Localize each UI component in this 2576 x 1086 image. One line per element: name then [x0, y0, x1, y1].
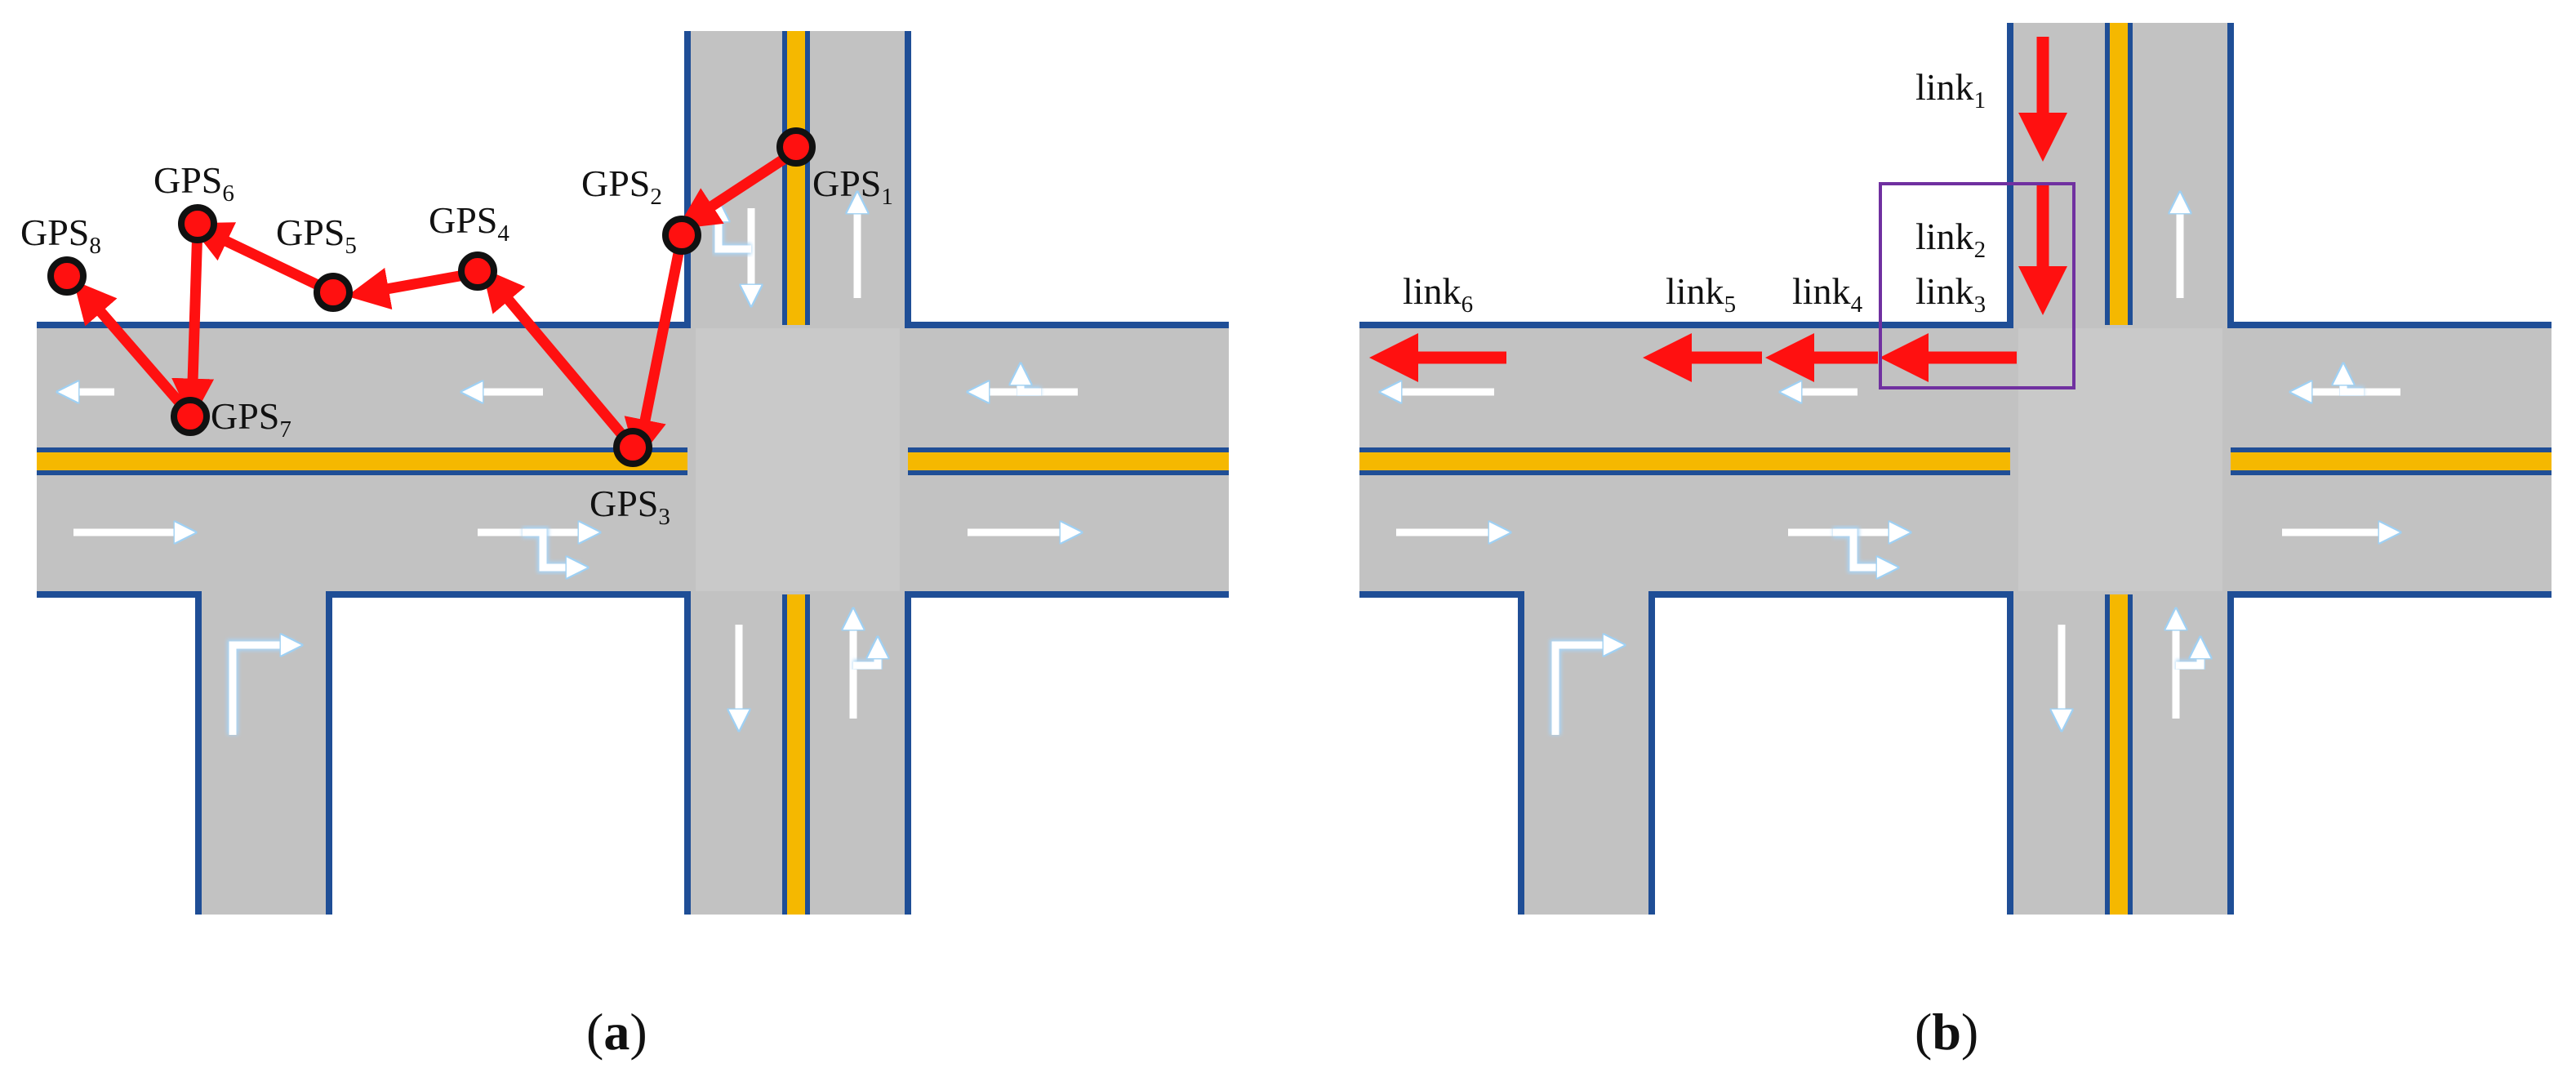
panel-b-road-network: link1 link2 link3 link4 link5 link6 (b) [1359, 23, 2552, 1061]
gps-trajectory [73, 146, 799, 462]
lane-arrow-straight-left-icon [1021, 372, 1041, 396]
link-labels: link1 link2 link3 link4 link5 link6 [1403, 66, 1986, 318]
panel-a-road-network: GPS1 GPS2 GPS3 GPS4 GPS5 GPS6 GPS7 GPS8 … [20, 31, 1229, 1061]
gps-point-5-icon [314, 273, 353, 312]
lane-arrow-turn-right-icon [1551, 645, 1617, 735]
center-lines [37, 31, 1229, 915]
lane-arrow-straight-left-icon [2343, 372, 2364, 396]
link-label-5: link5 [1666, 270, 1736, 318]
gps-label-2: GPS2 [581, 162, 662, 210]
gps-label-4: GPS4 [429, 199, 509, 247]
gps-label-1: GPS1 [812, 162, 893, 210]
lane-arrows-a [65, 200, 1078, 735]
link-label-4: link4 [1792, 270, 1863, 318]
link-label-3: link3 [1915, 270, 1986, 318]
gps-label-6: GPS6 [153, 159, 234, 207]
lane-arrows-b [1388, 200, 2400, 735]
link-label-6: link6 [1403, 270, 1473, 318]
lane-arrow-straight-right-icon [523, 528, 580, 567]
gps-labels: GPS1 GPS2 GPS3 GPS4 GPS5 GPS6 GPS7 GPS8 [20, 159, 893, 530]
gps-label-3: GPS3 [589, 483, 670, 530]
caption-a: (a) [586, 1003, 647, 1061]
center-lines [1359, 23, 2552, 915]
gps-point-8-icon [47, 256, 87, 296]
gps-point-6-icon [178, 204, 217, 243]
gps-point-7-icon [171, 397, 210, 436]
road-edges [1359, 23, 2552, 915]
link-label-2: link2 [1915, 216, 1986, 263]
gps-label-7: GPS7 [211, 395, 291, 443]
caption-b: (b) [1915, 1003, 1978, 1061]
link-arrows [1369, 37, 2067, 382]
road-edges [37, 31, 1229, 915]
intersection-box [2018, 328, 2222, 591]
lane-arrow-north-right-icon [853, 645, 878, 670]
gps-point-4-icon [458, 251, 497, 291]
lane-arrow-north-right-icon [2176, 645, 2200, 670]
lane-arrow-turn-right-icon [229, 645, 294, 735]
gps-point-1-icon [776, 127, 816, 167]
gps-label-8: GPS8 [20, 211, 101, 259]
link-label-1: link1 [1915, 66, 1986, 113]
lane-arrow-straight-right-icon [1833, 528, 1890, 567]
gps-label-5: GPS5 [276, 211, 357, 259]
gps-point-2-icon [662, 216, 701, 255]
highlight-box [1879, 182, 2075, 389]
gps-point-3-icon [613, 428, 652, 467]
gps-points [47, 127, 816, 467]
intersection-box [696, 328, 900, 591]
